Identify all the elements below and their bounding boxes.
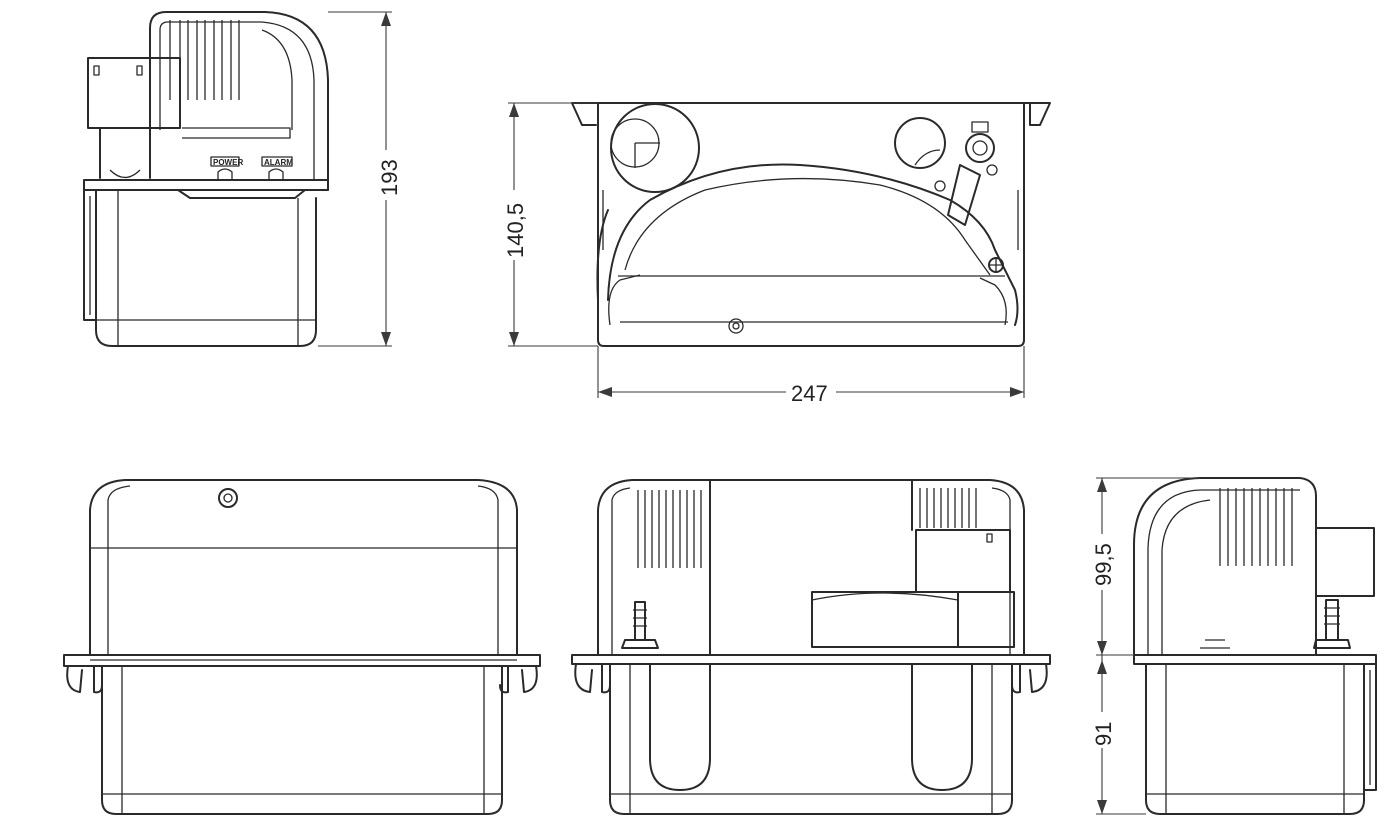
top-view (571, 102, 1051, 347)
alarm-label: ALARM (264, 158, 293, 167)
dimension-91: 91 (1091, 655, 1146, 815)
front-view (63, 479, 541, 815)
rear-vents-left (637, 490, 702, 568)
dim-99-5-text: 99,5 (1091, 543, 1116, 586)
vent-slots (169, 20, 240, 100)
dimension-140-5: 140,5 (503, 102, 598, 347)
dimension-193: 193 (318, 11, 402, 347)
side-view: POWER ALARM (83, 11, 329, 347)
rear-vents-right (919, 488, 977, 528)
dimension-99-5: 99,5 (1091, 477, 1200, 656)
dim-91-text: 91 (1091, 722, 1116, 746)
side-right-vents (1219, 488, 1293, 566)
side-view-right (1133, 477, 1377, 815)
dim-193-text: 193 (377, 159, 402, 196)
dim-247-text: 247 (791, 381, 828, 406)
dim-140-5-text: 140,5 (503, 203, 528, 258)
rear-view (571, 479, 1051, 815)
power-label: POWER (213, 158, 243, 167)
dimension-247: 247 (597, 346, 1025, 406)
